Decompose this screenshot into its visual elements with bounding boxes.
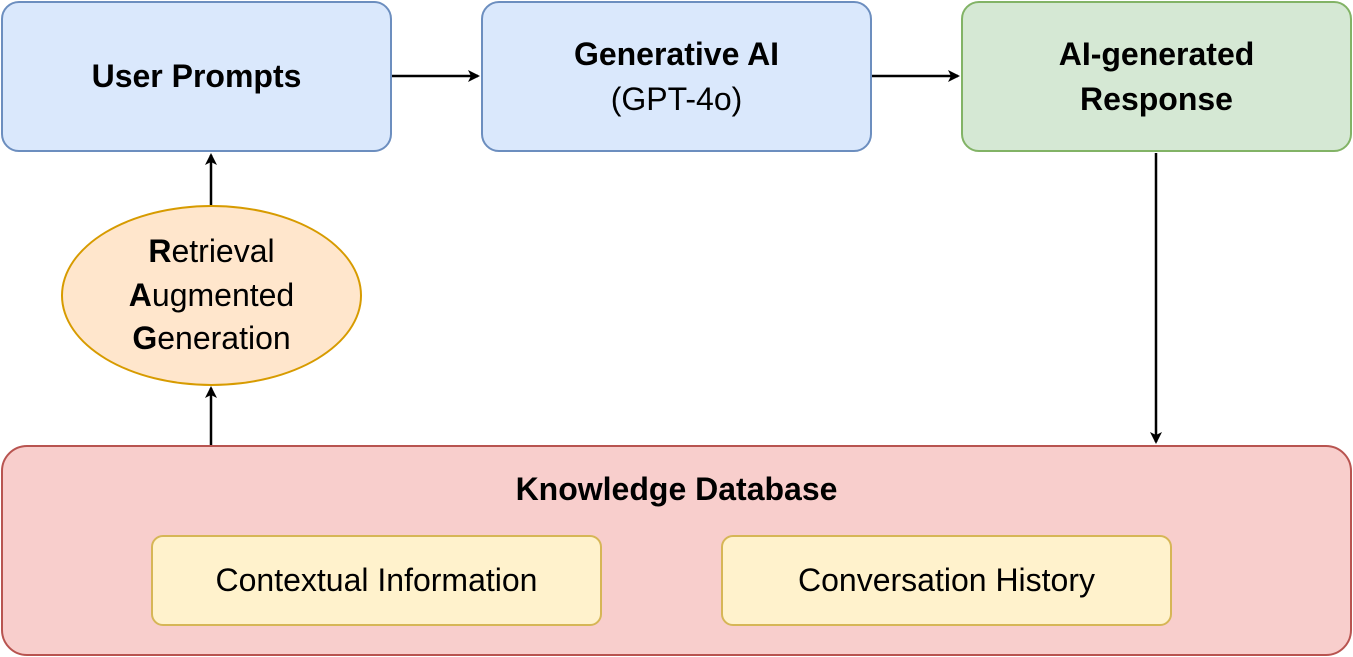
user-prompts-box: User Prompts — [1, 1, 392, 152]
ai-response-label-line1: AI-generated — [1058, 35, 1255, 72]
conversation-history-box: Conversation History — [721, 535, 1172, 626]
ai-response-box: AI-generated Response — [961, 1, 1352, 152]
user-prompts-label: User Prompts — [91, 58, 302, 95]
rag-line-retrieval: Retrieval — [148, 233, 275, 270]
rag-line-generation: Generation — [132, 320, 291, 357]
contextual-information-box: Contextual Information — [151, 535, 602, 626]
contextual-information-label: Contextual Information — [215, 562, 538, 599]
generative-ai-box: Generative AI (GPT-4o) — [481, 1, 872, 152]
conversation-history-label: Conversation History — [798, 562, 1095, 599]
knowledge-database-title: Knowledge Database — [515, 471, 838, 507]
rag-line-augmented: Augmented — [128, 276, 295, 313]
rag-ellipse: Retrieval Augmented Generation — [61, 205, 362, 386]
model-name-label: (GPT-4o) — [610, 80, 743, 117]
ai-response-label-line2: Response — [1080, 80, 1233, 117]
generative-ai-label: Generative AI — [573, 35, 780, 72]
